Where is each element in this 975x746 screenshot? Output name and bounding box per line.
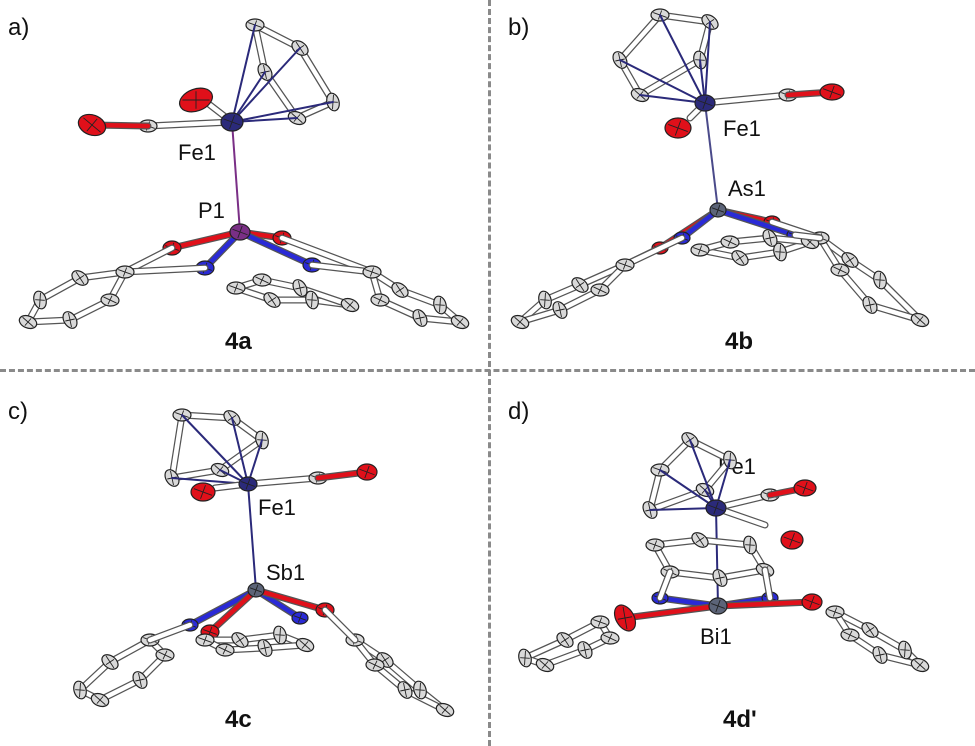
- co-bond: [145, 119, 235, 129]
- fe-cp-bond: [659, 14, 706, 104]
- bond: [309, 262, 375, 275]
- co-bond: [245, 475, 321, 487]
- horizontal-divider: [0, 369, 975, 372]
- bond: [237, 229, 315, 268]
- bond: [253, 587, 328, 613]
- fe-cp-bond: [231, 101, 334, 123]
- fe-cp-bond: [689, 439, 717, 509]
- fe-bi-bond: [715, 507, 719, 607]
- compound-label-4b: 4b: [725, 328, 754, 355]
- aryl-ring-b2-bond: [877, 277, 923, 323]
- label-fe1-b: Fe1: [723, 116, 761, 141]
- bond: [169, 229, 243, 251]
- cp-ring-a-bond: [297, 45, 336, 105]
- label-fe1-c: Fe1: [258, 495, 296, 520]
- bond: [792, 232, 823, 241]
- cp-ring-b-bond: [637, 57, 703, 98]
- bond: [147, 622, 193, 643]
- fe-p-bond: [231, 121, 241, 233]
- fe-cp-bond: [231, 24, 256, 123]
- aryl-ring-a1-bond: [37, 275, 83, 303]
- cp-ring-b-bond: [617, 12, 663, 63]
- compound-label-4d-prime: 4d': [723, 706, 757, 733]
- compound-label-4a: 4a: [225, 328, 252, 355]
- fe-cp-bond: [649, 507, 717, 511]
- bond: [622, 603, 721, 621]
- bond: [715, 599, 815, 609]
- compound-label-4c: 4c: [225, 706, 252, 733]
- fe-as-bond: [704, 102, 719, 211]
- bond: [715, 207, 798, 238]
- panel-letter-d: d): [508, 398, 530, 425]
- label-sb1: Sb1: [266, 560, 306, 585]
- label-p1: P1: [198, 198, 225, 223]
- co-bond: [702, 92, 791, 106]
- bond: [622, 235, 685, 268]
- fe-cp-bond: [659, 469, 717, 509]
- fe-cp-bond: [231, 47, 301, 123]
- fe-cp-bond: [231, 417, 249, 485]
- label-as1: As1: [728, 176, 766, 201]
- aryl-ring-d1-bond: [522, 637, 568, 661]
- bond: [207, 587, 259, 635]
- fe-cp-bond: [181, 414, 249, 485]
- bond: [122, 245, 175, 275]
- bond: [122, 265, 208, 275]
- bond: [762, 567, 773, 601]
- fe-cp-bond: [619, 59, 706, 104]
- bond: [657, 569, 673, 601]
- panel-letter-a: a): [8, 14, 30, 41]
- vertical-divider: [488, 0, 491, 746]
- bond: [322, 607, 358, 643]
- bond: [279, 235, 375, 275]
- panel-letter-c: c): [8, 398, 28, 425]
- label-bi1: Bi1: [700, 624, 732, 649]
- cp-ring-d-bond: [647, 487, 708, 513]
- fe-cp-bond: [639, 94, 706, 104]
- panel-letter-b: b): [508, 14, 530, 41]
- fe-sb-bond: [247, 483, 257, 591]
- label-fe1-a: Fe1: [178, 140, 216, 165]
- cp-ring-c-bond: [169, 412, 185, 481]
- fe-cp-bond: [704, 21, 711, 104]
